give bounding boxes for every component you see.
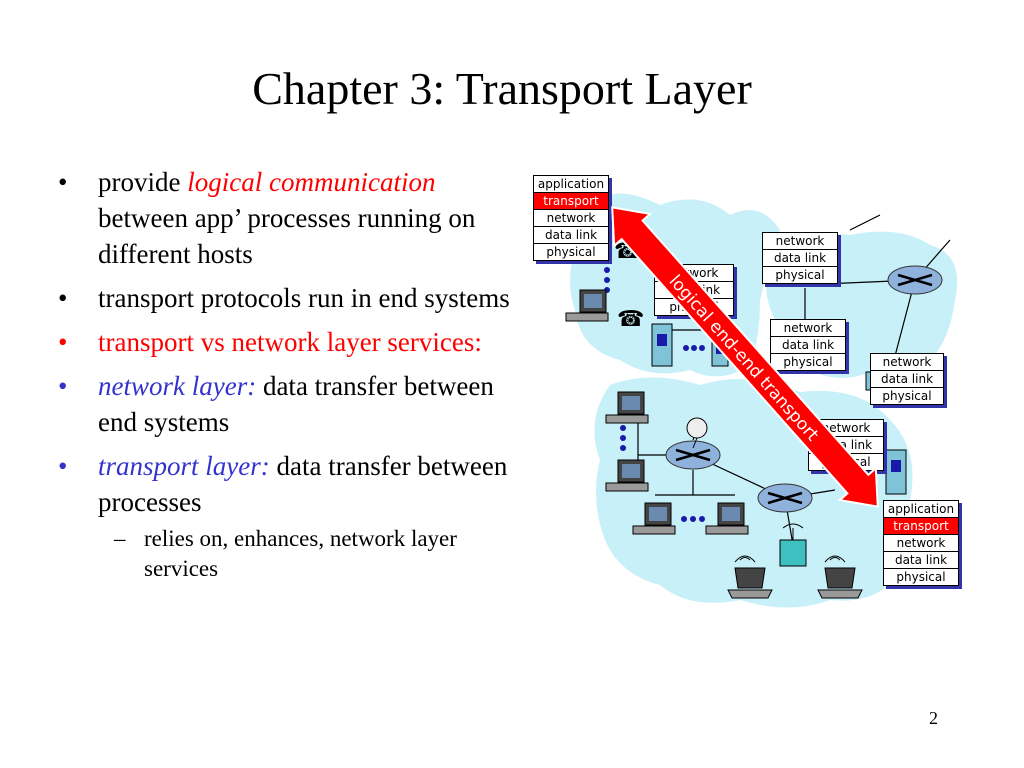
bullet-text: transport vs network layer services: [98, 327, 482, 357]
stack-layer: data link [871, 371, 943, 388]
stack-layer: network [534, 210, 608, 227]
stack-layer: application [884, 501, 958, 518]
stack-layer: data link [771, 337, 845, 354]
slide-title: Chapter 3: Transport Layer [252, 63, 752, 114]
stack-layer: physical [882, 389, 932, 403]
bullet-network-layer: • network layer: data transfer between e… [58, 371, 494, 437]
bullet-text: data transfer between processes [98, 451, 508, 517]
bullet-transport-layer: • transport layer: data transfer between… [58, 448, 518, 584]
bullet-protocols-end-systems: • transport protocols run in end systems [58, 283, 510, 313]
computer-icon [565, 289, 609, 322]
router-icon [887, 265, 943, 295]
stack-layer: physical [896, 570, 946, 584]
computer-icon [632, 502, 676, 535]
stack-layer: transport [884, 518, 958, 535]
stack-layer: application [534, 176, 608, 193]
bullet-transport-vs-network: • transport vs network layer services: [58, 327, 482, 357]
stack-layer: data link [534, 227, 608, 244]
stack-layer: network [763, 233, 837, 250]
bullet-text: between app’ processes running on differ… [98, 203, 476, 269]
stack-layer: network [809, 420, 883, 437]
stack-layer: data link [763, 250, 837, 267]
bullet-emphasis: transport layer: [98, 451, 270, 481]
router-icon [757, 483, 813, 513]
protocol-stack-router: network data link physical [870, 353, 944, 405]
base-station-icon [779, 523, 807, 567]
arrow-label: logical end-end transport [665, 271, 823, 445]
computer-icon [605, 459, 649, 492]
sub-bullet-text: relies on, enhances, network layer servi… [144, 526, 457, 581]
bullet-text: data transfer between end systems [98, 371, 494, 437]
router-icon [665, 440, 721, 470]
server-icon [885, 449, 907, 495]
phone-icon: ☎ [617, 307, 644, 332]
bullet-emphasis: network layer: [98, 371, 257, 401]
bullet-text: transport protocols run in end systems [98, 283, 510, 313]
laptop-icon [727, 555, 773, 599]
server-icon [651, 323, 673, 367]
stack-layer: physical [783, 355, 833, 369]
stack-layer: data link [884, 552, 958, 569]
bullet-logical-communication: • provide logical communication between … [58, 167, 476, 269]
bullet-text: provide [98, 167, 188, 197]
sub-bullet: – relies on, enhances, network layer ser… [114, 526, 457, 581]
stack-layer: physical [546, 245, 596, 259]
protocol-stack-router: network data link physical [770, 319, 846, 371]
stack-layer: transport [534, 193, 608, 210]
stack-layer: network [771, 320, 845, 337]
protocol-stack-destination-host: application transport network data link … [883, 500, 959, 586]
bullet-list: • provide logical communication between … [58, 164, 518, 592]
laptop-icon [817, 555, 863, 599]
protocol-stack-source-host: application transport network data link … [533, 175, 609, 261]
stack-layer: network [871, 354, 943, 371]
page-number: 2 [929, 708, 938, 728]
bullet-emphasis: logical communication [187, 167, 436, 197]
computer-icon [705, 502, 749, 535]
satellite-dish-icon [686, 417, 708, 449]
stack-layer: network [884, 535, 958, 552]
computer-icon [605, 391, 649, 424]
protocol-stack-router: network data link physical [762, 232, 838, 284]
stack-layer: physical [775, 268, 825, 282]
